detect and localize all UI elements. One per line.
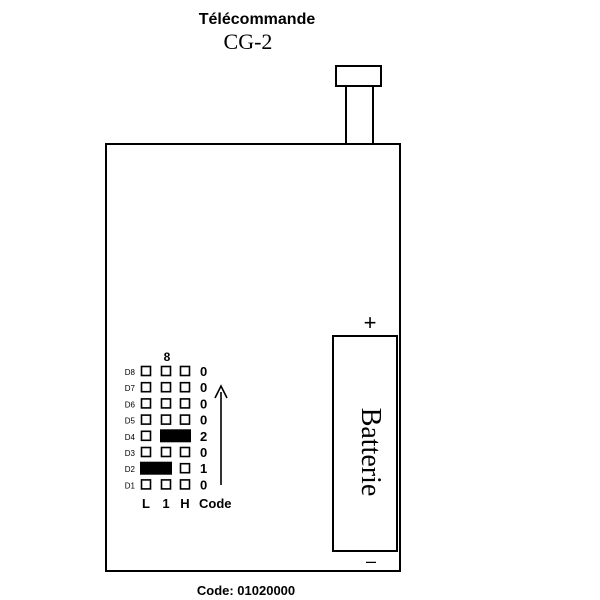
row-label: D8 xyxy=(125,368,136,377)
row-code: 0 xyxy=(200,364,207,379)
col-label-l: L xyxy=(142,496,150,511)
battery-label: Batterie xyxy=(355,408,386,497)
pin-h xyxy=(179,365,191,377)
row-label: D7 xyxy=(125,384,136,393)
jumper-l-1 xyxy=(140,461,172,475)
row-label: D4 xyxy=(125,433,136,442)
row-code: 1 xyxy=(200,461,207,476)
battery-plus: + xyxy=(364,310,377,335)
dip-row: D7 0 xyxy=(125,380,207,395)
dip-row: D2 1 xyxy=(125,461,207,476)
pin-h xyxy=(179,462,191,474)
dip-row: D3 0 xyxy=(125,445,207,460)
diagram-title: Télécommande xyxy=(199,11,316,28)
diagram-model: CG-2 xyxy=(224,29,273,54)
antenna xyxy=(335,65,382,145)
col-label-1: 1 xyxy=(162,496,169,511)
col-label-h: H xyxy=(180,496,189,511)
row-code: 2 xyxy=(200,429,207,444)
pin-1 xyxy=(160,365,172,377)
pin-h xyxy=(179,446,191,458)
col-label-code: Code xyxy=(199,496,232,511)
dip-header: 8 xyxy=(164,350,171,364)
row-code: 0 xyxy=(200,445,207,460)
row-code: 0 xyxy=(200,413,207,428)
row-label: D3 xyxy=(125,449,136,458)
battery: Batterie + – xyxy=(332,310,398,571)
dip-row: D1 0 xyxy=(125,477,207,492)
row-label: D5 xyxy=(125,417,136,426)
code-summary: Code: 01020000 xyxy=(197,583,295,598)
pin-h xyxy=(179,479,191,490)
pin-1 xyxy=(160,398,172,409)
dip-row: D4 2 xyxy=(125,429,207,444)
row-label: D6 xyxy=(125,400,136,409)
direction-arrow xyxy=(214,384,228,485)
battery-minus: – xyxy=(366,551,376,571)
battery-compartment xyxy=(332,335,398,552)
pin-h xyxy=(179,398,191,409)
row-code: 0 xyxy=(200,396,207,411)
row-code: 0 xyxy=(200,477,207,492)
pin-1 xyxy=(160,414,172,425)
pin-1 xyxy=(160,446,172,458)
pin-l xyxy=(140,381,152,393)
dip-row: D5 0 xyxy=(125,413,207,428)
dip-row: D8 0 xyxy=(125,364,207,379)
jumper-1-h xyxy=(160,429,191,443)
row-label: D1 xyxy=(125,481,136,490)
pin-l xyxy=(140,479,152,490)
dip-row: D6 0 xyxy=(125,396,207,411)
pin-l xyxy=(140,365,152,377)
pin-l xyxy=(140,398,152,409)
pin-l xyxy=(140,446,152,458)
pin-l xyxy=(140,430,152,442)
pin-h xyxy=(179,414,191,425)
pin-1 xyxy=(160,381,172,393)
pin-1 xyxy=(160,479,172,490)
row-code: 0 xyxy=(200,380,207,395)
row-label: D2 xyxy=(125,465,136,474)
pin-l xyxy=(140,414,152,425)
pin-h xyxy=(179,381,191,393)
